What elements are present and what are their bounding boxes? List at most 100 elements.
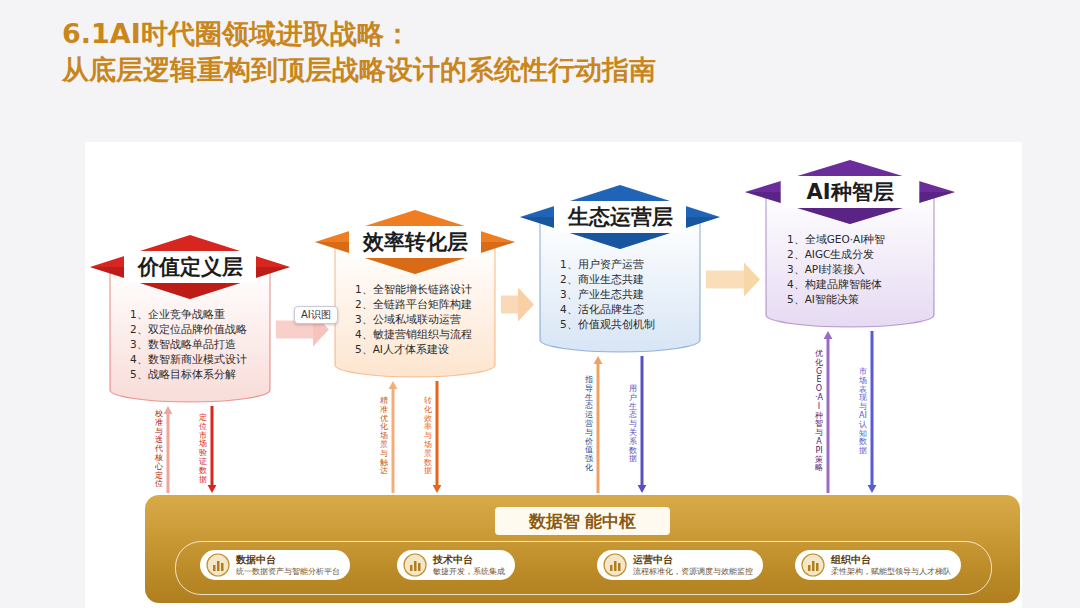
shape [614,561,617,571]
list-item: 3、公域私域联动运营 [355,312,515,327]
shape [221,563,224,571]
shape [217,561,220,571]
shape [404,554,426,576]
list-item: 1、用户资产运营 [560,257,720,272]
arrow-head [824,331,833,339]
platform-text: 技术中台敏捷开发，系统集成 [433,553,505,577]
feedback-line [641,356,644,485]
list-item: 3、数智战略单品打造 [130,337,290,352]
arrow-head [868,485,877,493]
layer-heading: 效率转化层 [315,228,515,256]
connector [594,356,603,493]
arrow-head [389,381,398,389]
platform-desc: 柔性架构，赋能型领导与人才梯队 [831,566,951,577]
platform-pill: 技术中台敏捷开发，系统集成 [397,550,515,580]
connector [501,288,534,322]
shape [418,563,421,571]
list-item: 3、API封装接入 [787,262,955,277]
shape [414,561,417,571]
list-item: 1、全域GEO·AI种智 [787,232,955,247]
connector [164,406,173,493]
platform-text: 组织中台柔性架构，赋能型领导与人才梯队 [831,553,951,577]
edge-label: 精准优化场景与触达 [380,397,388,476]
flow-arrow-head [518,288,534,322]
platform-desc: 统一数据资产与智能分析平台 [236,566,340,577]
list-item: 4、数智新商业模式设计 [130,352,290,367]
list-item: 2、双定位品牌价值战略 [130,322,290,337]
list-item: 4、敏捷营销组织与流程 [355,327,515,342]
layer-block: 效率转化层1、全智能增长链路设计2、全链路平台矩阵构建3、公域私域联动运营4、敏… [315,210,515,379]
list-item: 1、企业竞争战略重 [130,307,290,322]
item-list: 1、企业竞争战略重2、双定位品牌价值战略3、数智战略单品打造4、数智新商业模式设… [90,235,290,382]
edge-label: 校准与迭代核心定位 [155,410,163,489]
arrow-head [208,485,217,493]
platform-name: 组织中台 [831,553,951,566]
platform-name: 技术中台 [433,553,505,566]
layer-heading: AI种智层 [745,178,955,206]
connector [638,356,647,493]
cap-diamond [520,185,720,249]
hub-band: 数据智 能中枢数据中台统一数据资产与智能分析平台 技术中台敏捷开发，系统集成 运营中… [145,495,1020,603]
shape [610,565,613,571]
shape [802,554,824,576]
shape [618,563,621,571]
connector [208,406,217,493]
layer-heading: 价值定义层 [90,253,290,281]
item-list: 1、全智能增长链路设计2、全链路平台矩阵构建3、公域私域联动运营4、敏捷营销组织… [315,210,515,357]
shape [812,561,815,571]
shape [410,565,413,571]
list-item: 2、全链路平台矩阵构建 [355,297,515,312]
shape [808,565,811,571]
list-item: 4、构建品牌智能体 [787,277,955,292]
platform-pill: 数据中台统一数据资产与智能分析平台 [200,550,350,580]
edge-label: 定位市场验证数据 [199,414,207,484]
cap-diamond [90,235,290,299]
shape [207,554,229,576]
arrow-head [164,406,173,414]
edge-label: 用户生态与关系数据 [629,385,637,464]
arrow-head [433,485,442,493]
list-item: 4、活化品牌生态 [560,302,720,317]
edge-label: 市场表现与AI认知数据 [859,368,867,456]
platform-icon [206,553,230,577]
shape [604,554,626,576]
platform-name: 数据中台 [236,553,340,566]
flow-arrow-shaft [706,271,744,289]
platform-icon [801,553,825,577]
item-list: 1、全域GEO·AI种智2、AIGC生成分发3、API封装接入4、构建品牌智能体… [745,160,955,307]
hub-title-wrap: 数据智 能中枢 [145,495,1020,535]
feedback-line [827,339,830,493]
platform-text: 数据中台统一数据资产与智能分析平台 [236,553,340,577]
shape [816,563,819,571]
platform-name: 运营中台 [633,553,753,566]
item-list: 1、用户资产运营2、商业生态共建3、产业生态共建4、活化品牌生态5、价值观共创机… [520,185,720,332]
platform-icon [403,553,427,577]
cap-diamond [745,160,955,224]
feedback-line [392,389,395,493]
shape [213,565,216,571]
list-item: 5、战略目标体系分解 [130,367,290,382]
list-item: 5、AI人才体系建设 [355,342,515,357]
list-item: 5、AI智能决策 [787,292,955,307]
layer-heading: 生态运营层 [520,203,720,231]
feedback-line [167,414,170,493]
feedback-line [211,406,214,485]
flow-arrow-head [744,263,760,297]
feedback-line [597,364,600,493]
list-item: 2、商业生态共建 [560,272,720,287]
flow-arrow-shaft [501,296,518,314]
list-item: 3、产业生态共建 [560,287,720,302]
connector [824,331,833,493]
feedback-line [436,381,439,485]
edge-label: 优化GEO·AI种智与API策略 [815,350,823,473]
platform-icon [603,553,627,577]
feedback-line [871,331,874,485]
connector [389,381,398,493]
hub-heading: 数据智 能中枢 [495,507,671,535]
connector [706,263,760,297]
connector [868,331,877,493]
arrow-head [594,356,603,364]
slide-title: 6.1AI时代圈领域进取战略： 从底层逻辑重构到顶层战略设计的系统性行动指南 [62,16,822,87]
layer-block: AI种智层1、全域GEO·AI种智2、AIGC生成分发3、API封装接入4、构建… [745,160,955,329]
